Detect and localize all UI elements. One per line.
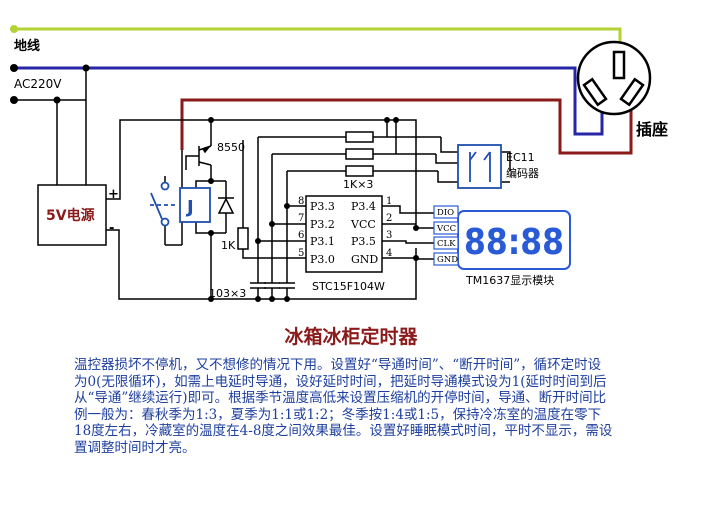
description-text: 温控器损坏不停机，又不想修的情况下用。设置好“导通时间”、“断开时间”，循环定时… <box>74 357 613 456</box>
ac-terminal-2 <box>10 96 18 104</box>
pin-label-vcc: VCC <box>350 218 376 231</box>
pin-1: 1 <box>386 196 392 207</box>
resistor-2 <box>345 148 374 160</box>
supply-box <box>37 184 107 246</box>
junction-neutral <box>53 96 61 104</box>
pin-7: 7 <box>298 213 304 224</box>
plus-label: + <box>108 187 119 202</box>
ac-wiring <box>14 68 87 185</box>
junctions <box>208 117 419 302</box>
relay-label: J <box>185 197 194 218</box>
resistor-base <box>237 227 249 250</box>
pin-6: 6 <box>298 230 304 241</box>
encoder-cn-label: 编码器 <box>506 166 539 180</box>
pin-8: 8 <box>298 196 304 207</box>
pin-label-gnd: GND <box>351 253 378 266</box>
junction-live <box>82 64 90 72</box>
pin-label-p30: P3.0 <box>310 253 335 266</box>
tm-pin-vcc: VCC <box>436 224 456 234</box>
mcu-chip <box>305 195 383 273</box>
display-module-label: TM1637显示模块 <box>465 274 554 287</box>
caps-label: 103×3 <box>209 287 246 300</box>
ac-label: AC220V <box>14 77 62 91</box>
tm-pin-dio: DIO <box>437 208 454 218</box>
minus-label: - <box>109 221 114 236</box>
tm-pin-gnd: GND <box>437 255 458 265</box>
ac-terminal-1 <box>10 64 18 72</box>
resistor-3 <box>345 165 374 177</box>
pin-2: 2 <box>386 213 392 224</box>
ground-terminal <box>10 25 18 33</box>
pin-3: 3 <box>386 230 392 241</box>
relay-contact <box>150 181 176 227</box>
mcu-label: STC15F104W <box>312 280 385 293</box>
transistor-label: 8550 <box>217 141 245 154</box>
ground-label: 地线 <box>14 38 40 54</box>
socket <box>576 40 652 116</box>
encoder <box>457 144 502 189</box>
diagram-title: 冰箱冰柜定时器 <box>284 326 418 348</box>
ground-wire <box>14 27 622 82</box>
resistor-1kx3-label: 1K×3 <box>343 178 373 191</box>
live-wire <box>14 66 604 136</box>
display-digits: 88:88 <box>464 222 564 263</box>
pin-4: 4 <box>386 248 392 259</box>
pin-label-p32: P3.2 <box>310 218 335 231</box>
pin-label-p35: P3.5 <box>351 235 376 248</box>
pin-label-p34: P3.4 <box>351 200 376 213</box>
socket-label: 插座 <box>636 120 668 139</box>
transistor <box>198 145 212 166</box>
encoder-label: EC11 <box>506 151 535 164</box>
resistor-1 <box>345 131 374 143</box>
supply-label: 5V电源 <box>46 207 95 224</box>
neutral-wire <box>180 94 633 155</box>
diode <box>217 197 235 214</box>
pin-label-p31: P3.1 <box>310 235 335 248</box>
pin-label-p33: P3.3 <box>310 200 335 213</box>
pin-5: 5 <box>298 248 304 259</box>
tm-pin-boxes <box>433 205 459 266</box>
resistor-1k-label: 1K <box>221 239 236 252</box>
tm-pin-clk: CLK <box>437 239 456 249</box>
relay-coil <box>179 187 211 223</box>
